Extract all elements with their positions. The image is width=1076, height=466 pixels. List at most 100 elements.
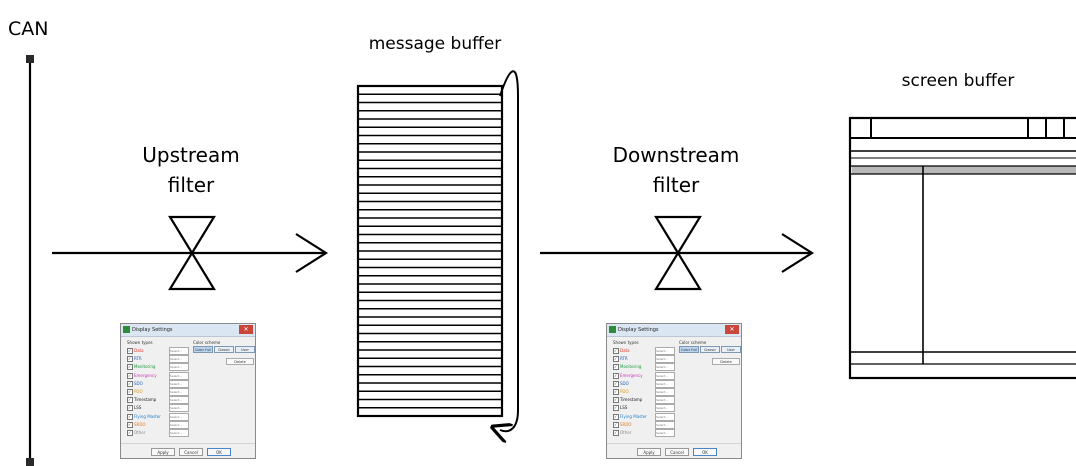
downstream-valve-icon: [654, 215, 702, 291]
color-select[interactable]: Select...: [655, 420, 675, 429]
type-name: Other: [620, 429, 632, 435]
type-checkbox[interactable]: ✓: [613, 388, 619, 395]
delete-button[interactable]: Delete: [226, 358, 254, 365]
type-checkbox[interactable]: ✓: [613, 429, 619, 436]
color-select[interactable]: Select...: [169, 420, 189, 429]
type-name: PDO: [620, 388, 629, 394]
type-name: Data: [134, 348, 144, 353]
type-name: LSS: [134, 405, 142, 411]
type-checkbox[interactable]: ✓: [613, 380, 619, 387]
type-checkbox[interactable]: ✓: [127, 397, 133, 404]
dialog-title: Display Settings: [132, 327, 173, 333]
color-select[interactable]: Select...: [169, 355, 189, 364]
color-select[interactable]: Select...: [655, 396, 675, 405]
ok-button[interactable]: OK: [207, 448, 231, 456]
type-checkbox[interactable]: ✓: [613, 421, 619, 428]
color-select[interactable]: Select...: [655, 404, 675, 413]
color-select[interactable]: Select...: [169, 371, 189, 380]
type-checkbox[interactable]: ✓: [127, 356, 133, 363]
dialog-footer: Apply Cancel OK: [121, 443, 255, 458]
list-item: ✓Timestamp Select...: [125, 396, 189, 405]
type-checkbox[interactable]: ✓: [613, 348, 619, 354]
upstream-valve-icon: [168, 215, 216, 291]
type-checkbox[interactable]: ✓: [613, 364, 619, 371]
scheme-button[interactable]: User: [235, 346, 255, 353]
scheme-button[interactable]: User: [721, 346, 741, 353]
type-checkbox[interactable]: ✓: [127, 380, 133, 387]
color-select[interactable]: Select...: [169, 347, 189, 355]
upstream-filter-label-line1: Upstream: [142, 143, 240, 167]
type-name: Flying Master: [620, 413, 647, 419]
type-name: Timestamp: [134, 397, 157, 403]
screen-buffer-window: [848, 116, 1076, 380]
type-checkbox[interactable]: ✓: [613, 356, 619, 363]
type-checkbox[interactable]: ✓: [127, 413, 133, 420]
color-select[interactable]: Select...: [655, 428, 675, 437]
close-icon[interactable]: ✕: [725, 325, 739, 334]
dialog-footer: Apply Cancel OK: [607, 443, 741, 458]
downstream-arrow: [540, 233, 815, 273]
color-select[interactable]: Select...: [655, 371, 675, 380]
type-name: SDO: [134, 380, 143, 386]
message-buffer-slots: [358, 93, 502, 409]
downstream-filter-label-line1: Downstream: [612, 143, 740, 167]
screen-buffer-label: screen buffer: [901, 71, 1015, 91]
delete-button[interactable]: Delete: [712, 358, 740, 365]
type-checkbox[interactable]: ✓: [613, 397, 619, 404]
color-select[interactable]: Select...: [655, 347, 675, 355]
color-select[interactable]: Select...: [655, 355, 675, 364]
apply-button[interactable]: Apply: [637, 448, 661, 456]
color-select[interactable]: Select...: [169, 396, 189, 405]
list-item: ✓Other Select...: [125, 428, 189, 437]
type-name: Monitoring: [134, 364, 156, 370]
color-select[interactable]: Select...: [655, 363, 675, 372]
type-checkbox[interactable]: ✓: [127, 348, 133, 354]
close-icon[interactable]: ✕: [239, 325, 253, 334]
cancel-button[interactable]: Cancel: [179, 448, 203, 456]
type-checkbox[interactable]: ✓: [613, 413, 619, 420]
upstream-filter-label: Upstream filter: [142, 140, 239, 200]
dialog-titlebar: Display Settings ✕: [121, 324, 255, 337]
type-name: SDO: [620, 380, 629, 386]
color-select[interactable]: Select...: [655, 412, 675, 421]
scheme-button[interactable]: Classic: [214, 346, 234, 353]
type-checkbox[interactable]: ✓: [127, 421, 133, 428]
type-checkbox[interactable]: ✓: [127, 429, 133, 436]
color-select[interactable]: Select...: [169, 387, 189, 396]
type-checkbox[interactable]: ✓: [613, 405, 619, 412]
type-checkbox[interactable]: ✓: [613, 372, 619, 379]
type-checkbox[interactable]: ✓: [127, 364, 133, 371]
scheme-button[interactable]: Color Full: [193, 346, 213, 353]
ok-button[interactable]: OK: [693, 448, 717, 456]
color-select[interactable]: Select...: [169, 412, 189, 421]
downstream-filter-label-line2: filter: [652, 173, 700, 197]
scheme-button[interactable]: Classic: [700, 346, 720, 353]
type-checkbox[interactable]: ✓: [127, 372, 133, 379]
type-name: Other: [134, 429, 146, 435]
downstream-filter-label: Downstream filter: [613, 140, 740, 200]
apply-button[interactable]: Apply: [151, 448, 175, 456]
color-select[interactable]: Select...: [655, 379, 675, 388]
color-select[interactable]: Select...: [169, 404, 189, 413]
type-checkbox[interactable]: ✓: [127, 405, 133, 412]
color-select[interactable]: Select...: [169, 379, 189, 388]
color-scheme-heading: Color scheme: [679, 340, 707, 345]
scheme-button[interactable]: Color Full: [679, 346, 699, 353]
cancel-button[interactable]: Cancel: [665, 448, 689, 456]
message-buffer-label: message buffer: [368, 34, 502, 54]
type-name: Timestamp: [620, 397, 643, 403]
color-select[interactable]: Select...: [655, 387, 675, 396]
color-select[interactable]: Select...: [169, 363, 189, 372]
color-select[interactable]: Select...: [169, 428, 189, 437]
type-checkbox[interactable]: ✓: [127, 388, 133, 395]
